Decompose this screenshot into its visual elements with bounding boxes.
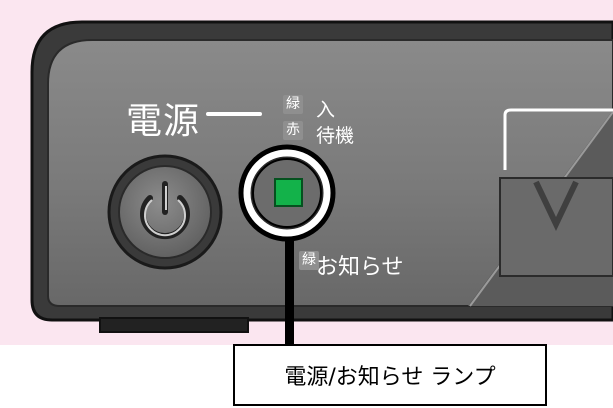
badge-red: 赤 bbox=[283, 121, 303, 140]
badge-green: 緑 bbox=[283, 95, 303, 114]
power-button[interactable] bbox=[105, 152, 225, 272]
badge-notice: 緑 bbox=[299, 251, 319, 270]
power-notice-led bbox=[274, 178, 303, 207]
legend-on: 入 bbox=[316, 99, 336, 121]
callout-label: 電源/お知らせ ランプ bbox=[233, 344, 547, 406]
power-icon bbox=[140, 181, 190, 240]
label-leader-dash bbox=[206, 112, 262, 116]
power-label: 電源 bbox=[126, 101, 201, 142]
legend-standby: 待機 bbox=[316, 125, 355, 147]
legend-notice: お知らせ bbox=[316, 255, 404, 280]
